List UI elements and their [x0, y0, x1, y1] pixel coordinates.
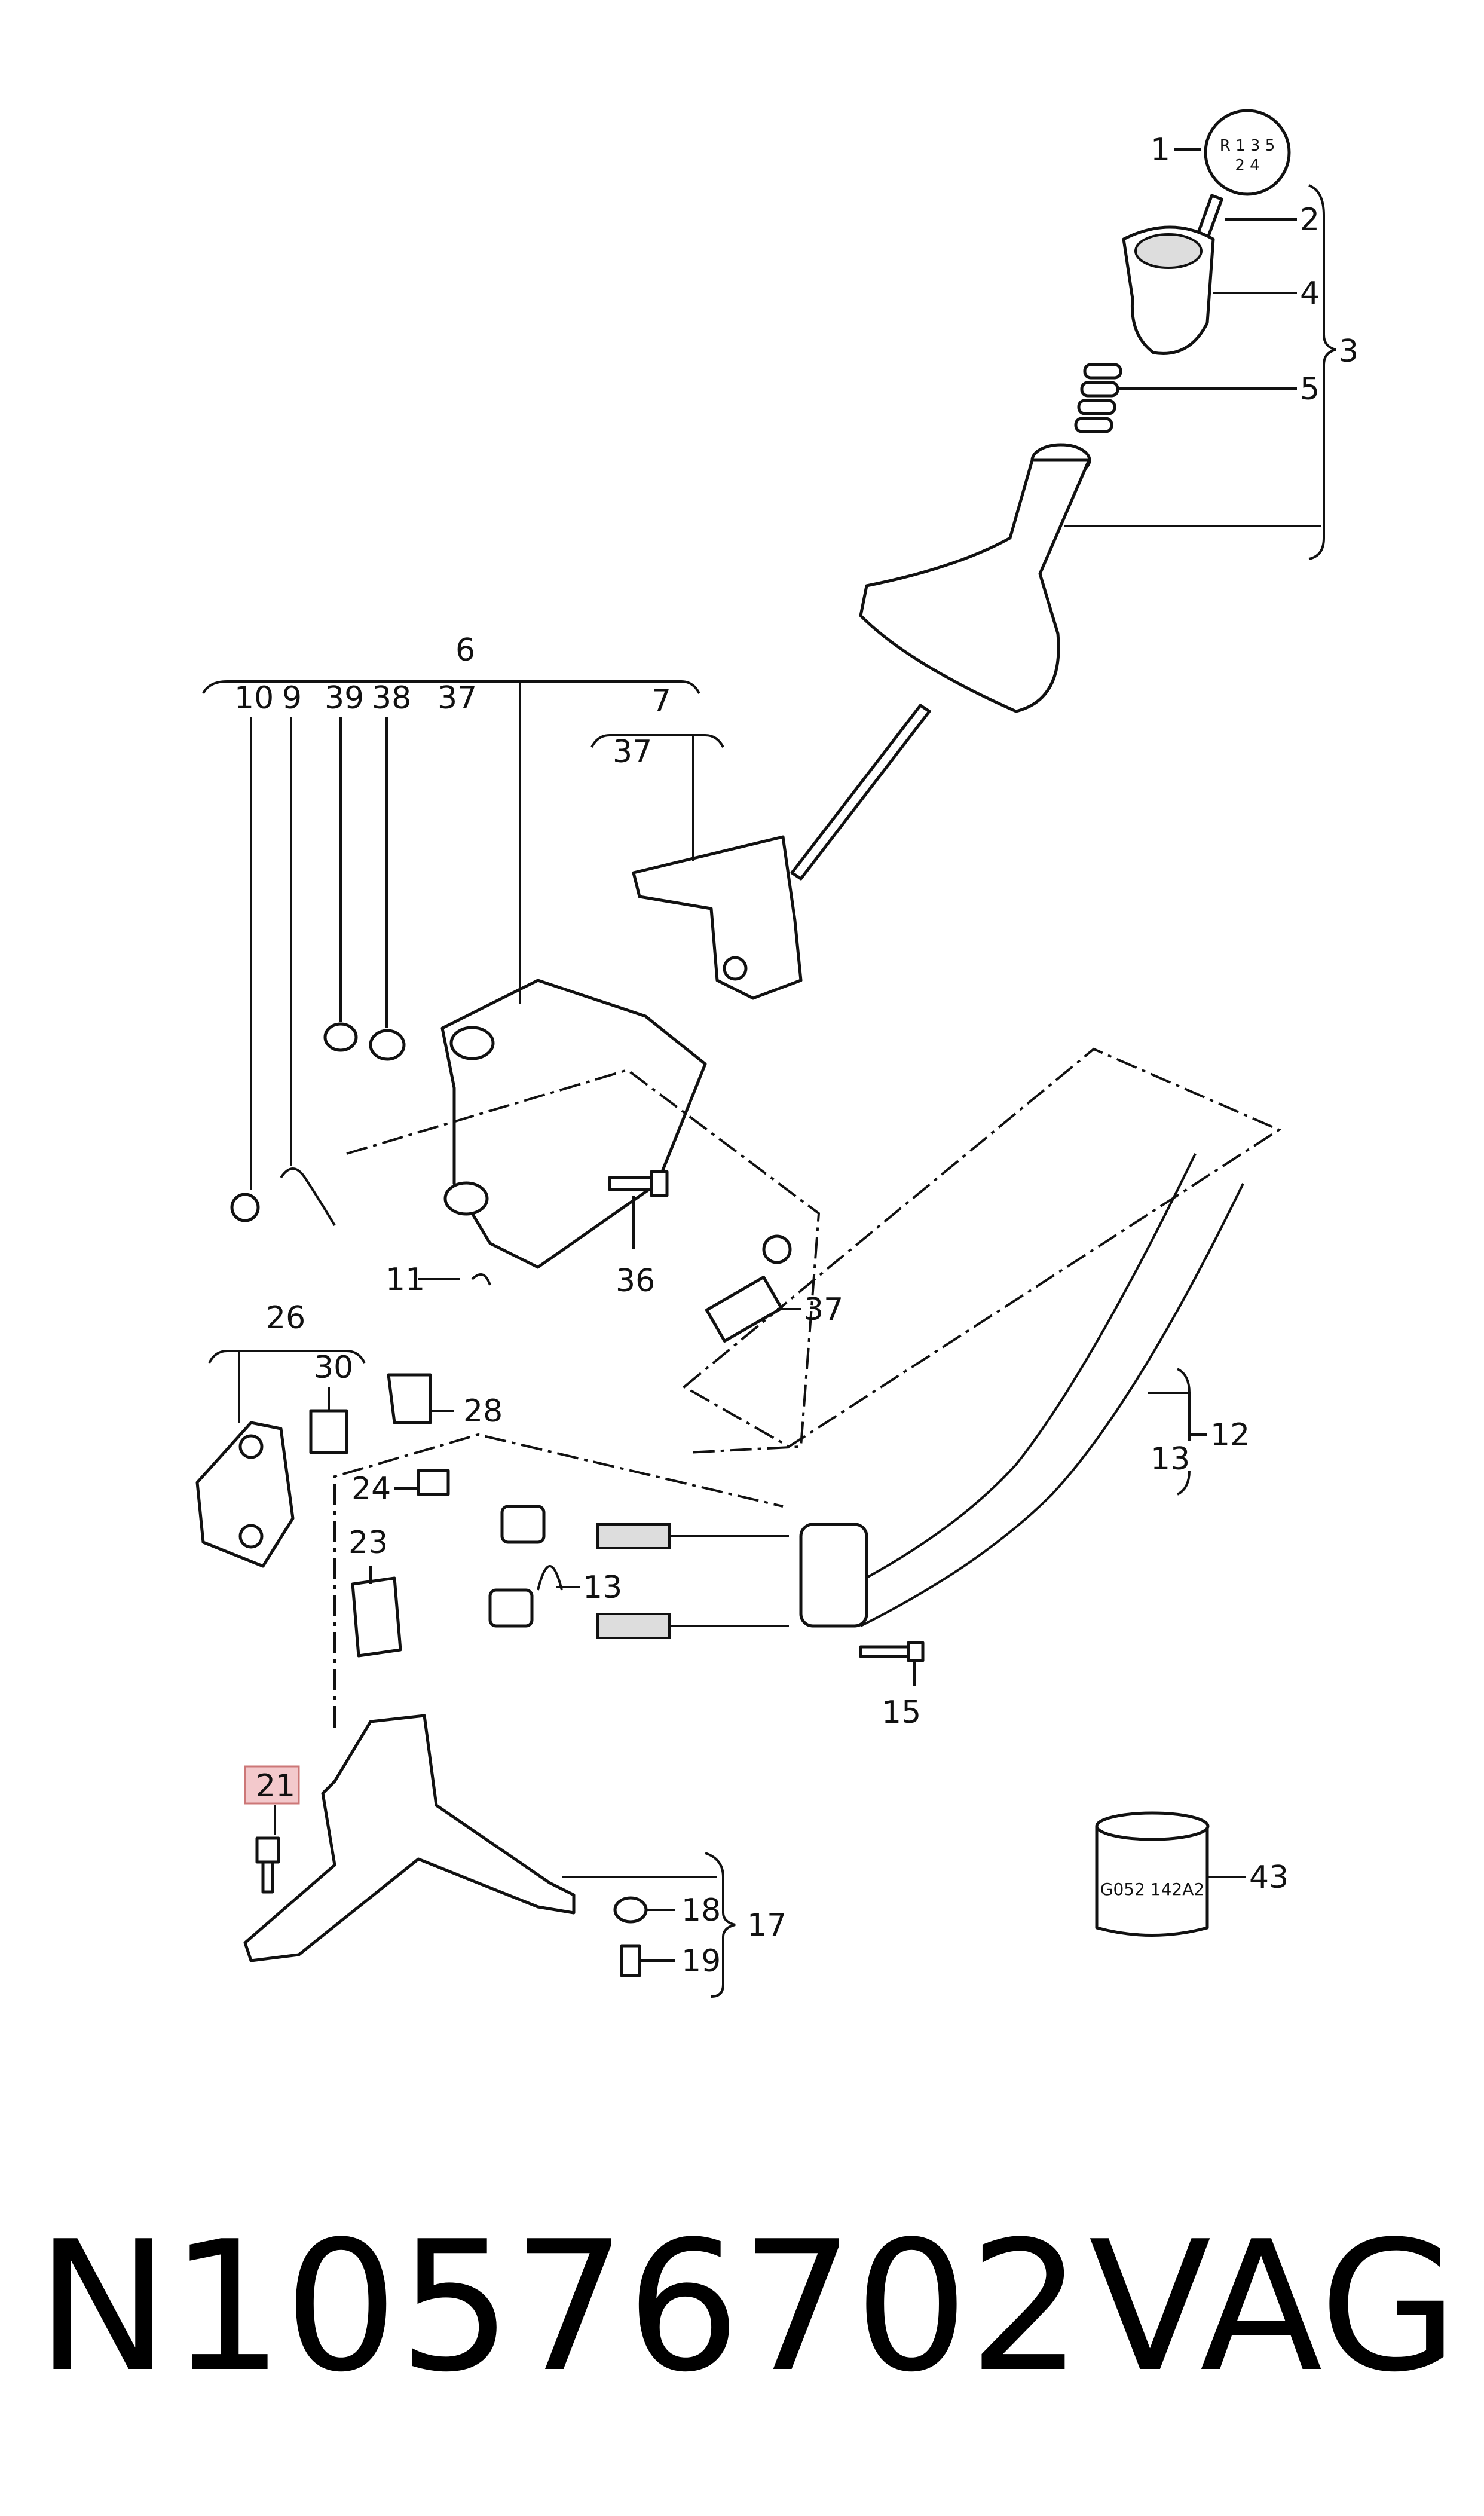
bushing-38 [369, 1029, 406, 1061]
callout-4: 4 [1300, 276, 1320, 311]
group-outline-bracket [333, 1433, 784, 1728]
group-outline-cables [682, 1047, 1282, 1448]
bolt-36 [608, 1170, 669, 1197]
callout-labels: 1 2 3 4 5 6 7 10 9 39 38 37 37 11 36 37 … [234, 132, 1358, 1979]
part-number: N10576702 [36, 2203, 1083, 2411]
callout-7: 7 [651, 683, 671, 719]
callout-3: 3 [1339, 334, 1358, 369]
pin-19 [620, 1944, 641, 1977]
bushing-39 [323, 1022, 358, 1052]
gear-knob [1122, 225, 1215, 355]
callout-23: 23 [348, 1525, 388, 1561]
callout-37-right: 37 [804, 1292, 843, 1328]
shift-boot [859, 443, 1091, 713]
callout-13-cable: 13 [1151, 1441, 1190, 1477]
callout-38: 38 [372, 680, 411, 716]
mounting-plate-26 [195, 1421, 295, 1568]
brand-name: VAG [1088, 2203, 1458, 2411]
callout-1: 1 [1151, 132, 1170, 168]
shift-lever-rod [790, 704, 931, 881]
callout-10: 10 [234, 680, 274, 716]
callout-37-top: 37 [437, 680, 477, 716]
boot-spring [1074, 363, 1122, 433]
bolt-21 [255, 1836, 280, 1894]
block-30 [309, 1409, 348, 1454]
callout-15: 15 [882, 1695, 921, 1731]
callout-24: 24 [351, 1471, 391, 1507]
clip-10 [230, 1193, 260, 1222]
cap-pattern-line1: R 1 3 5 [1220, 137, 1275, 155]
shift-pattern-cap: R 1 3 5 2 4 [1204, 109, 1291, 196]
callout-26: 26 [266, 1300, 305, 1336]
callout-39: 39 [325, 680, 364, 716]
callout-36: 36 [616, 1263, 655, 1299]
grease-tin-43: G052 142A2 [1095, 1811, 1210, 1937]
ball-socket-37 [705, 1234, 792, 1343]
callout-17: 17 [747, 1907, 787, 1943]
callout-21: 21 [256, 1768, 295, 1804]
selector-cable [488, 1153, 1244, 1639]
callout-11: 11 [385, 1262, 425, 1298]
housing-bracket [440, 979, 707, 1269]
callout-18: 18 [681, 1893, 721, 1928]
bush-18 [613, 1896, 648, 1924]
callout-2: 2 [1300, 202, 1320, 238]
bush-23 [351, 1576, 402, 1658]
callout-28: 28 [463, 1393, 503, 1429]
callout-12: 12 [1210, 1417, 1250, 1453]
callout-43: 43 [1249, 1860, 1289, 1896]
cap-pattern-line2: 2 4 [1235, 157, 1259, 175]
support-bracket-17 [243, 1714, 576, 1962]
callout-37-mid: 37 [613, 734, 652, 770]
spring-9 [280, 1167, 336, 1227]
bolt-15 [859, 1641, 925, 1662]
circlip-11 [471, 1273, 491, 1286]
callout-6: 6 [455, 632, 475, 668]
footer: N10576702 VAG [36, 2182, 1458, 2433]
selector-bracket [632, 835, 803, 1000]
callout-30: 30 [314, 1350, 353, 1386]
pin-13 [537, 1565, 563, 1591]
group-outline-housing [346, 1068, 821, 1454]
callout-13-pin: 13 [583, 1570, 622, 1606]
callout-9: 9 [282, 680, 302, 716]
callout-5: 5 [1300, 371, 1320, 407]
callout-19: 19 [681, 1943, 721, 1979]
clip-28 [387, 1373, 432, 1424]
leader-lines [202, 148, 1336, 1998]
callout-21-highlight [244, 1765, 300, 1805]
tin-label: G052 142A2 [1100, 1879, 1204, 1899]
nut-24 [417, 1469, 450, 1496]
